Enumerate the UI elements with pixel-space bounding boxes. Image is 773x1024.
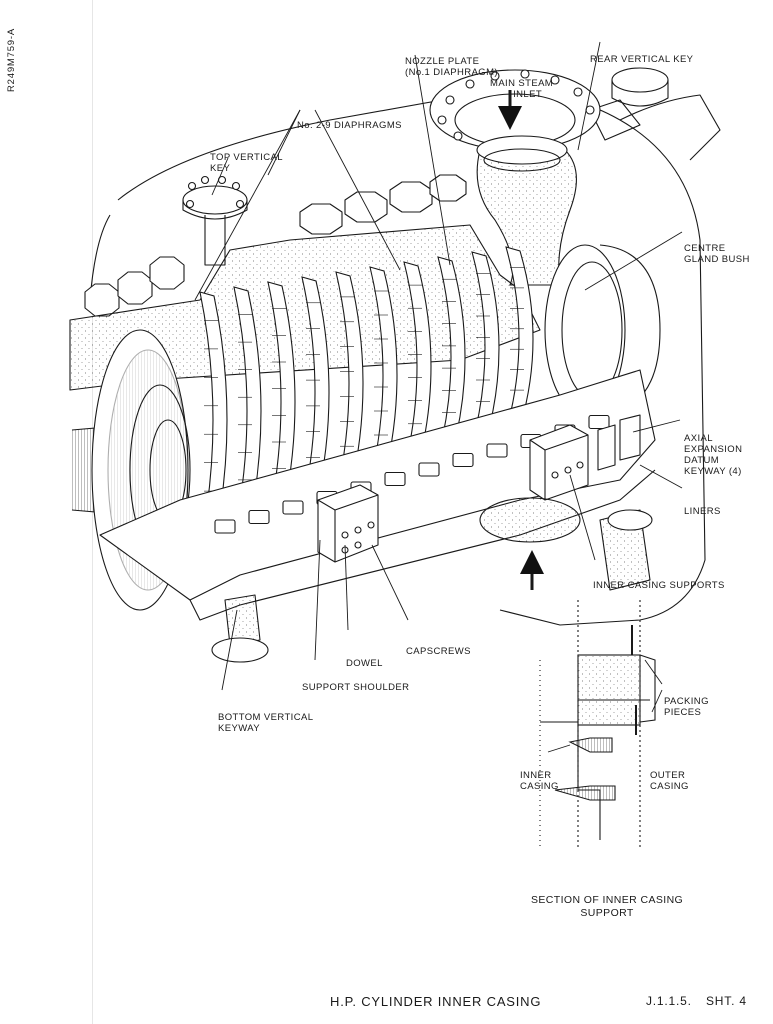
sheet-number: SHT. 4 (706, 994, 747, 1008)
label-liners: LINERS (684, 506, 721, 517)
flange-pocket (452, 452, 474, 468)
flange-pocket (248, 509, 270, 525)
label-capscrews: CAPSCREWS (406, 646, 471, 657)
label-inner-casing-supports: INNER CASING SUPPORTS (593, 580, 725, 591)
top-vertical-key-flange (182, 185, 248, 215)
casing-bolts (84, 174, 467, 317)
leader-lines (194, 41, 683, 753)
label-dowel: DOWEL (346, 658, 383, 669)
section-inset (539, 600, 656, 850)
outer-casing-outline (117, 92, 706, 626)
flange-pocket (282, 500, 304, 515)
drawing-title: H.P. CYLINDER INNER CASING (330, 994, 542, 1009)
label-diaphragms: No. 2-9 DIAPHRAGMS (297, 120, 402, 131)
flange-pocket (418, 462, 440, 477)
lower-casing-flange (99, 369, 656, 601)
document-id: R249M759-A (6, 28, 17, 92)
drawing-reference: J.1.1.5. (646, 994, 692, 1008)
label-rear-vertical-key: REAR VERTICAL KEY (590, 54, 694, 65)
label-nozzle-plate: NOZZLE PLATE(No.1 DIAPHRAGM) (405, 56, 498, 78)
flange-pocket (588, 414, 610, 430)
label-support-shoulder: SUPPORT SHOULDER (302, 682, 410, 693)
flange-pocket (384, 471, 406, 487)
inner-casing-support-left (317, 484, 379, 563)
flange-pocket (214, 519, 236, 534)
flange-pocket (486, 443, 508, 458)
